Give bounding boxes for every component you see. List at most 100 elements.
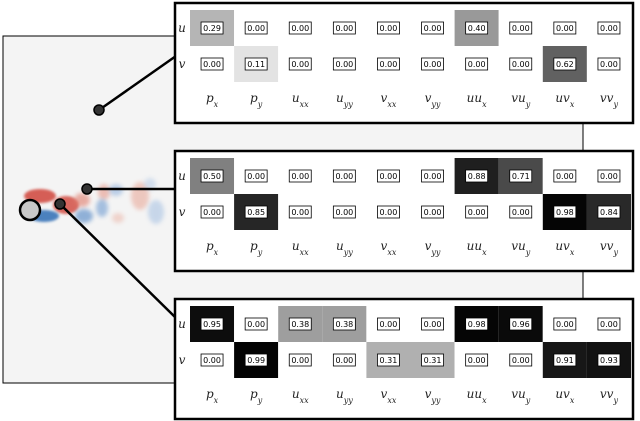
value-label-box [465, 169, 489, 183]
probe-point [81, 183, 93, 195]
value-label-box [288, 169, 312, 183]
value-label: 0.71 [512, 172, 530, 181]
vortex-negative [144, 178, 156, 190]
value-label-box [332, 169, 356, 183]
value-label: 0.40 [468, 24, 486, 33]
value-label-box [553, 317, 577, 331]
value-label-box [465, 205, 489, 219]
value-label: 0.96 [512, 320, 530, 329]
value-label: 0.00 [600, 24, 618, 33]
value-label-box [200, 169, 224, 183]
value-label-box [377, 21, 400, 35]
value-label-box [377, 205, 400, 219]
vortex-positive [74, 193, 90, 207]
value-label: 0.00 [380, 172, 398, 181]
value-label: 0.00 [600, 60, 618, 69]
value-label: 0.91 [556, 356, 574, 365]
value-label: 0.00 [512, 208, 530, 217]
value-label: 0.00 [203, 356, 221, 365]
value-label: 0.00 [424, 172, 442, 181]
value-label-box [465, 317, 489, 331]
row-label: u [178, 317, 186, 331]
row-label: u [178, 169, 186, 183]
value-label-box [332, 317, 356, 331]
value-label: 0.00 [424, 208, 442, 217]
leader-line-1 [98, 54, 177, 112]
cylinder-shape [18, 198, 42, 222]
value-label-box [597, 169, 621, 183]
value-label-box [597, 317, 621, 331]
value-label: 0.00 [512, 356, 530, 365]
value-label: 0.29 [203, 24, 221, 33]
value-label-box [509, 353, 533, 367]
value-label-box [421, 169, 444, 183]
value-label: 0.00 [424, 60, 442, 69]
value-label-box [288, 205, 312, 219]
value-label: 0.00 [424, 24, 442, 33]
value-label: 0.62 [556, 60, 574, 69]
value-label: 0.31 [424, 356, 442, 365]
value-label-box [597, 205, 621, 219]
probe-point [54, 198, 66, 210]
value-label: 0.00 [335, 60, 353, 69]
value-label: 0.98 [468, 320, 486, 329]
value-label-box [421, 21, 444, 35]
value-label: 0.00 [512, 24, 530, 33]
value-label-box [200, 21, 224, 35]
value-label-box [597, 353, 621, 367]
value-label: 0.00 [291, 356, 309, 365]
value-label-box [288, 353, 312, 367]
value-label: 0.38 [335, 320, 353, 329]
value-label-box [553, 57, 577, 71]
value-label: 0.00 [380, 24, 398, 33]
value-label: 0.00 [335, 24, 353, 33]
value-label-box [288, 57, 312, 71]
value-label: 0.00 [247, 320, 265, 329]
value-label-box [288, 21, 312, 35]
value-label-box [200, 205, 224, 219]
probe-point [93, 104, 105, 116]
value-label: 0.95 [203, 320, 221, 329]
value-label: 0.00 [335, 208, 353, 217]
value-label: 0.00 [380, 208, 398, 217]
value-label-box [377, 57, 400, 71]
value-label-box [509, 57, 533, 71]
value-label-box [244, 317, 268, 331]
row-label: v [179, 353, 186, 367]
value-label-box [332, 205, 356, 219]
row-label: v [179, 205, 186, 219]
value-label: 0.00 [380, 60, 398, 69]
value-label-box [377, 169, 400, 183]
value-label-box [509, 169, 533, 183]
value-label: 0.00 [512, 60, 530, 69]
value-label: 0.85 [247, 208, 265, 217]
value-label: 0.98 [556, 208, 574, 217]
value-label: 0.00 [556, 320, 574, 329]
value-label-box [377, 353, 400, 367]
vortex-positive [112, 213, 124, 223]
value-label-box [465, 353, 489, 367]
value-label-box [509, 21, 533, 35]
value-label-box [553, 21, 577, 35]
value-label-box [200, 317, 224, 331]
value-label-box [553, 205, 577, 219]
value-label: 0.00 [556, 24, 574, 33]
value-label: 0.11 [247, 60, 265, 69]
value-label-box [553, 353, 577, 367]
value-label: 0.00 [203, 208, 221, 217]
value-label: 0.99 [247, 356, 265, 365]
value-label-box [421, 57, 444, 71]
value-label-box [421, 353, 444, 367]
value-label-box [553, 169, 577, 183]
value-label-box [597, 57, 621, 71]
value-label-box [421, 205, 444, 219]
value-label: 0.88 [468, 172, 486, 181]
value-label: 0.31 [380, 356, 398, 365]
value-label-box [465, 57, 489, 71]
vortex-negative [75, 209, 93, 223]
value-label-box [244, 169, 268, 183]
value-label-box [332, 21, 356, 35]
